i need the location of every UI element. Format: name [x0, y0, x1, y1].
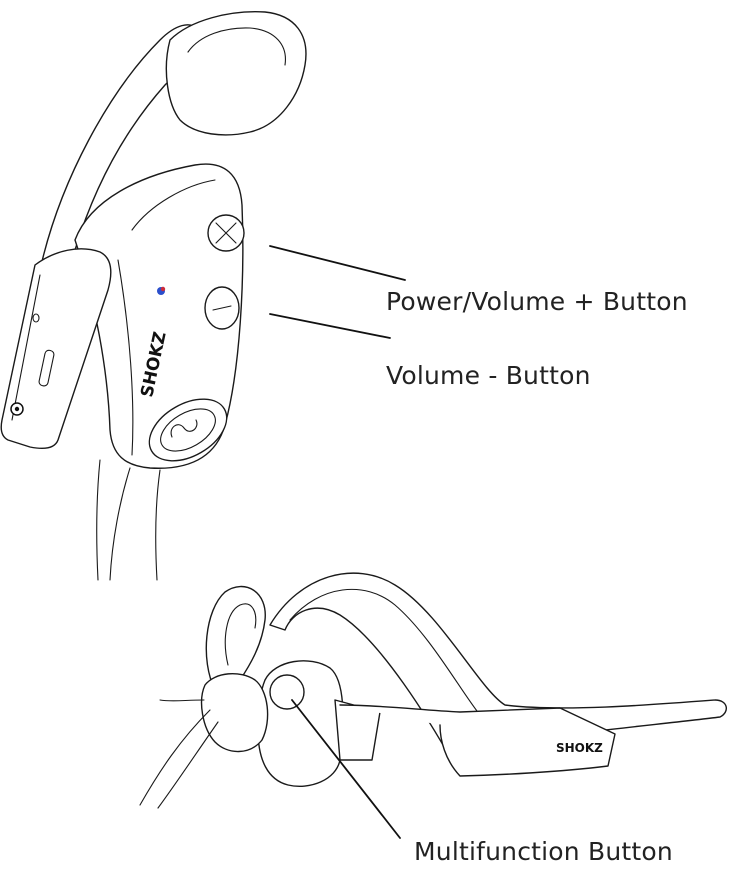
top-rear-arm-inner	[11, 274, 41, 421]
top-headband-lower	[109, 467, 131, 581]
bottom-cable-3	[159, 699, 205, 702]
rear-arm-icon-dot	[14, 406, 20, 412]
top-housing	[74, 163, 244, 469]
bottom-cable-2	[157, 721, 219, 809]
bottom-headset-illustration: SHOKZ	[139, 572, 727, 839]
indicator-led-red	[160, 286, 166, 292]
bottom-housing	[257, 660, 344, 787]
top-rear-arm	[0, 248, 112, 449]
multifunction-label: Multifunction Button	[414, 837, 673, 866]
top-headset-illustration: SHOKZ	[0, 11, 406, 581]
charging-port	[38, 349, 55, 387]
top-multifunction-pad-inner	[160, 408, 216, 452]
minus-icon	[212, 305, 232, 311]
top-ear-pad	[165, 11, 307, 136]
volume-minus-label: Volume - Button	[386, 361, 591, 390]
top-headband-lower-2	[155, 469, 161, 581]
top-housing-facet	[117, 259, 134, 456]
top-headband-lower-3	[96, 459, 101, 581]
leader-multifunction	[291, 699, 401, 839]
plus-icon	[215, 222, 237, 244]
bottom-left-ear-hook	[205, 585, 266, 691]
multifunction-button-shape[interactable]	[269, 674, 305, 710]
top-housing-edge	[131, 179, 216, 231]
bottom-brand-logo: SHOKZ	[556, 741, 603, 755]
bottom-neckband	[269, 572, 727, 776]
top-multifunction-pad	[148, 398, 228, 462]
bottom-arm-to-band	[339, 704, 616, 777]
top-ear-pad-inner	[187, 27, 286, 66]
leader-volume-minus	[269, 313, 391, 339]
top-multifunction-pad-icon	[170, 419, 198, 438]
bottom-neckband-inner	[289, 588, 481, 716]
power-volume-plus-label: Power/Volume + Button	[386, 287, 688, 316]
bottom-cable-1	[139, 709, 211, 806]
bottom-left-pod	[200, 673, 269, 753]
bottom-left-ear-hook-inner	[224, 603, 257, 666]
leader-power-volume-plus	[269, 245, 406, 281]
mic-hole	[32, 313, 40, 323]
